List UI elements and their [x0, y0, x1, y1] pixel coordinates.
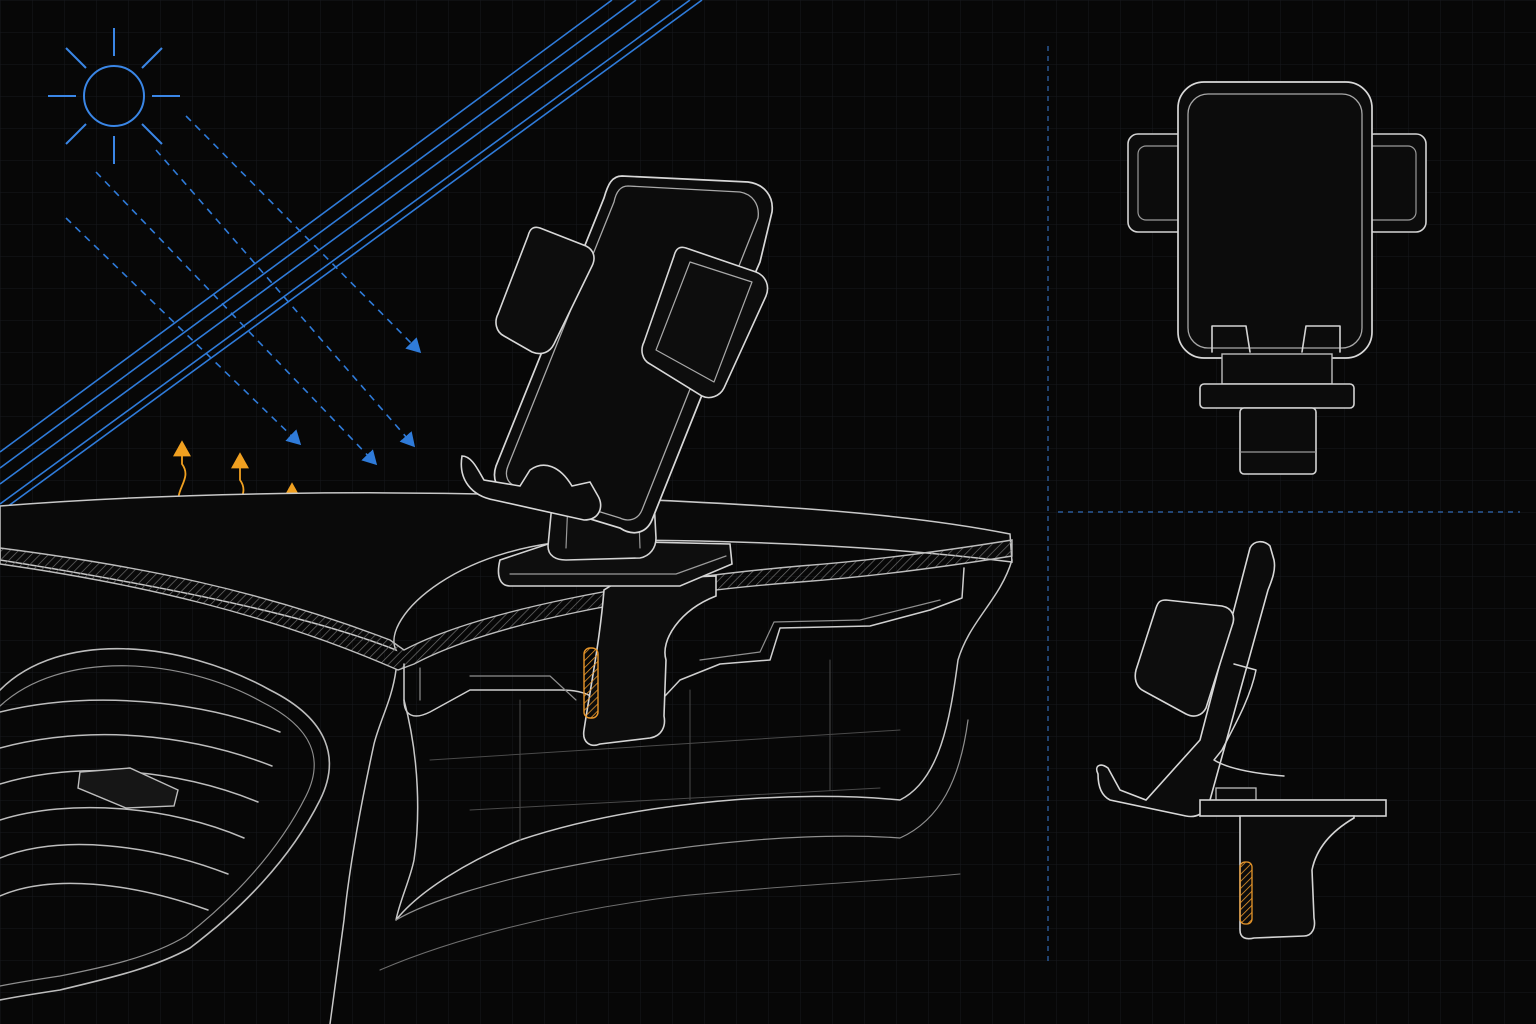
adhesive-pad — [583, 647, 599, 719]
perspective-dashboard-view — [0, 175, 1013, 1024]
dashboard-shell-section — [0, 539, 1013, 671]
front-right-arm[interactable] — [1363, 133, 1427, 233]
sunlight-arrows — [65, 115, 422, 466]
side-adhesive-pad — [1239, 861, 1253, 925]
dashboard-internal-contour — [403, 567, 965, 717]
vent-tab[interactable] — [77, 767, 179, 809]
front-view — [1127, 81, 1427, 475]
side-grip-arm[interactable] — [1134, 599, 1235, 717]
side-view — [1095, 540, 1387, 940]
mount-clip — [582, 575, 717, 746]
front-cradle[interactable] — [1177, 81, 1373, 359]
windshield — [0, 0, 703, 513]
left-grip-arm[interactable] — [495, 226, 595, 355]
view-dividers — [1047, 46, 1520, 962]
side-cradle[interactable] — [1095, 540, 1276, 818]
air-vent — [0, 647, 331, 1001]
dashboard-lower-fascia — [329, 669, 397, 1024]
sun-icon — [48, 28, 180, 164]
